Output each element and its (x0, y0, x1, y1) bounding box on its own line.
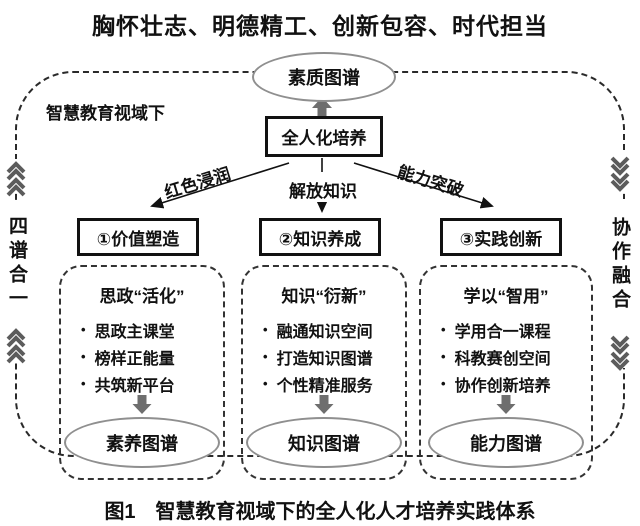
list-item-label: 思政主课堂 (94, 323, 175, 341)
bullet-icon: • (441, 376, 446, 391)
column-heading: 思政“活化” (99, 287, 185, 306)
index-box-value-shaping: ①价值塑造 (77, 218, 199, 256)
list-item-label: 共筑新平台 (94, 377, 175, 395)
knowledge-map-ellipse: 知识图谱 (246, 417, 402, 468)
bullet-icon: • (263, 349, 268, 364)
column-bullet-list: • 融通知识空间 • 打造知识图谱 • 个性精准服务 (263, 316, 405, 397)
figure-motto-title: 胸怀壮志、明德精工、创新包容、时代担当 (92, 13, 548, 39)
list-item-label: 协作创新培养 (454, 377, 551, 395)
column-bullet-list: • 思政主课堂 • 榜样正能量 • 共筑新平台 (81, 316, 223, 397)
bullet-icon: • (441, 322, 446, 337)
list-item: • 榜样正能量 (81, 343, 223, 370)
list-item: • 学用合一课程 (441, 316, 591, 343)
list-item-label: 打造知识图谱 (276, 350, 373, 368)
column-heading: 学以“智用” (463, 287, 549, 306)
quality-map-ellipse: 素质图谱 (252, 52, 396, 102)
bullet-icon: • (441, 349, 446, 364)
list-item-label: 榜样正能量 (94, 350, 175, 368)
context-label: 智慧教育视域下 (46, 104, 165, 123)
literacy-map-ellipse: 素养图谱 (64, 417, 220, 468)
column-ideology-activation: 思政“活化” • 思政主课堂 • 榜样正能量 • 共筑新平台 素养图谱 (59, 265, 225, 480)
column-heading: 知识“衍新” (281, 287, 367, 306)
index-box-practice-innovation: ③实践创新 (440, 218, 562, 256)
figure-caption: 图1 智慧教育视域下的全人化人才培养实践体系 (104, 501, 536, 523)
list-item: • 思政主课堂 (81, 316, 223, 343)
list-item: • 科教赛创空间 (441, 343, 591, 370)
side-label-four-maps-in-one: 四谱合一 (3, 201, 29, 327)
list-item-label: 科教赛创空间 (454, 350, 551, 368)
list-item-label: 融通知识空间 (276, 323, 373, 341)
list-item: • 共筑新平台 (81, 370, 223, 397)
bullet-icon: • (263, 322, 268, 337)
column-bullet-list: • 学用合一课程 • 科教赛创空间 • 协作创新培养 (441, 316, 591, 397)
list-item: • 打造知识图谱 (263, 343, 405, 370)
ability-map-ellipse: 能力图谱 (428, 417, 584, 468)
bullet-icon: • (81, 349, 86, 364)
list-item: • 协作创新培养 (441, 370, 591, 397)
bullet-icon: • (81, 322, 86, 337)
list-item-label: 学用合一课程 (454, 323, 551, 341)
list-item-label: 个性精准服务 (276, 377, 373, 395)
bullet-icon: • (81, 376, 86, 391)
index-box-knowledge-building: ②知识养成 (259, 218, 381, 256)
edge-label-liberate-knowledge: 解放知识 (287, 177, 359, 202)
side-label-collaborative-fusion: 协作融合 (606, 199, 632, 331)
column-smart-application: 学以“智用” • 学用合一课程 • 科教赛创空间 • 协作创新培养 能力图谱 (419, 265, 593, 480)
list-item: • 融通知识空间 (263, 316, 405, 343)
bullet-icon: • (263, 376, 268, 391)
list-item: • 个性精准服务 (263, 370, 405, 397)
core-box-holistic-cultivation: 全人化培养 (265, 116, 383, 157)
column-knowledge-renewal: 知识“衍新” • 融通知识空间 • 打造知识图谱 • 个性精准服务 知识图谱 (241, 265, 407, 480)
